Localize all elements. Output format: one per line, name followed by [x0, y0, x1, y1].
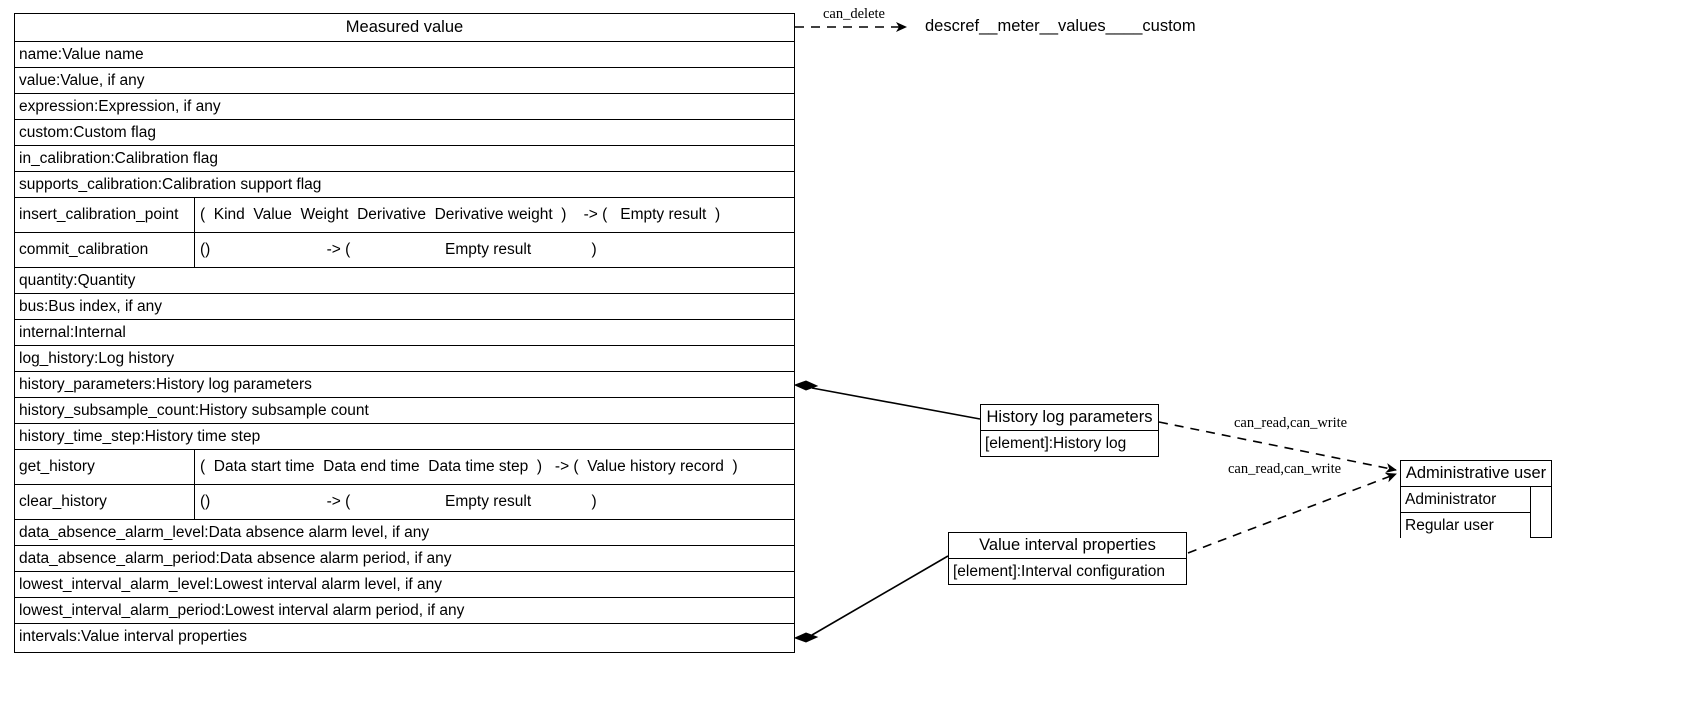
attribute-row-administrator: Administrator: [1401, 487, 1531, 513]
edge-label-history-permission: can_read,can_write: [1234, 415, 1348, 431]
class-title-history-log-parameters: History log parameters: [981, 405, 1158, 431]
descref-node-label: descref__meter__values____custom: [925, 17, 1196, 35]
method-row-clear-history[interactable]: clear_history () -> ( Empty result ): [15, 485, 794, 520]
edge-intervals-composition: [793, 555, 949, 643]
method-row-get-history[interactable]: get_history ( Data start time Data end t…: [15, 450, 794, 485]
method-name-get-history: get_history: [15, 450, 195, 484]
attribute-row-history-parameters: history_parameters:History log parameter…: [15, 372, 794, 398]
attribute-row-custom: custom:Custom flag: [15, 120, 794, 146]
attribute-row-in-calibration: in_calibration:Calibration flag: [15, 146, 794, 172]
edge-intervals-permission: [1187, 472, 1397, 554]
class-box-administrative-user[interactable]: Administrative user Administrator Regula…: [1400, 460, 1552, 538]
attribute-row-name: name:Value name: [15, 42, 794, 68]
attribute-row-data-absence-alarm-period: data_absence_alarm_period:Data absence a…: [15, 546, 794, 572]
attribute-row-history-log-element: [element]:History log: [981, 431, 1158, 456]
class-title-administrative-user: Administrative user: [1401, 461, 1551, 487]
edge-label-can-delete: can_delete: [823, 6, 885, 22]
attribute-row-expression: expression:Expression, if any: [15, 94, 794, 120]
attribute-row-lowest-interval-alarm-level: lowest_interval_alarm_level:Lowest inter…: [15, 572, 794, 598]
class-title-measured-value: Measured value: [15, 14, 794, 42]
class-box-value-interval-properties[interactable]: Value interval properties [element]:Inte…: [948, 532, 1187, 585]
method-signature-commit-calibration: () -> ( Empty result ): [200, 241, 597, 258]
method-name-insert-calibration-point: insert_calibration_point: [15, 198, 195, 232]
attribute-row-supports-calibration: supports_calibration:Calibration support…: [15, 172, 794, 198]
class-box-history-log-parameters[interactable]: History log parameters [element]:History…: [980, 404, 1159, 457]
attribute-row-data-absence-alarm-level: data_absence_alarm_level:Data absence al…: [15, 520, 794, 546]
attribute-row-history-subsample-count: history_subsample_count:History subsampl…: [15, 398, 794, 424]
method-row-insert-calibration-point[interactable]: insert_calibration_point ( Kind Value We…: [15, 198, 794, 233]
attribute-row-interval-configuration-element: [element]:Interval configuration: [949, 559, 1186, 584]
method-name-clear-history: clear_history: [15, 485, 195, 519]
edge-history-composition: [793, 380, 981, 420]
attribute-row-intervals: intervals:Value interval properties: [15, 624, 794, 650]
method-signature-insert-calibration-point: ( Kind Value Weight Derivative Derivativ…: [200, 206, 721, 223]
method-signature-get-history: ( Data start time Data end time Data tim…: [200, 458, 738, 475]
method-name-commit-calibration: commit_calibration: [15, 233, 195, 267]
attribute-row-lowest-interval-alarm-period: lowest_interval_alarm_period:Lowest inte…: [15, 598, 794, 624]
attribute-row-history-time-step: history_time_step:History time step: [15, 424, 794, 450]
attribute-row-value: value:Value, if any: [15, 68, 794, 94]
attribute-row-log-history: log_history:Log history: [15, 346, 794, 372]
attribute-row-regular-user: Regular user: [1401, 513, 1531, 538]
attribute-row-quantity: quantity:Quantity: [15, 268, 794, 294]
method-signature-clear-history: () -> ( Empty result ): [200, 493, 597, 510]
attribute-row-internal: internal:Internal: [15, 320, 794, 346]
method-row-commit-calibration[interactable]: commit_calibration () -> ( Empty result …: [15, 233, 794, 268]
class-title-value-interval-properties: Value interval properties: [949, 533, 1186, 559]
attribute-row-bus: bus:Bus index, if any: [15, 294, 794, 320]
class-box-measured-value[interactable]: Measured value name:Value name value:Val…: [14, 13, 795, 653]
edge-label-intervals-permission: can_read,can_write: [1228, 461, 1342, 477]
